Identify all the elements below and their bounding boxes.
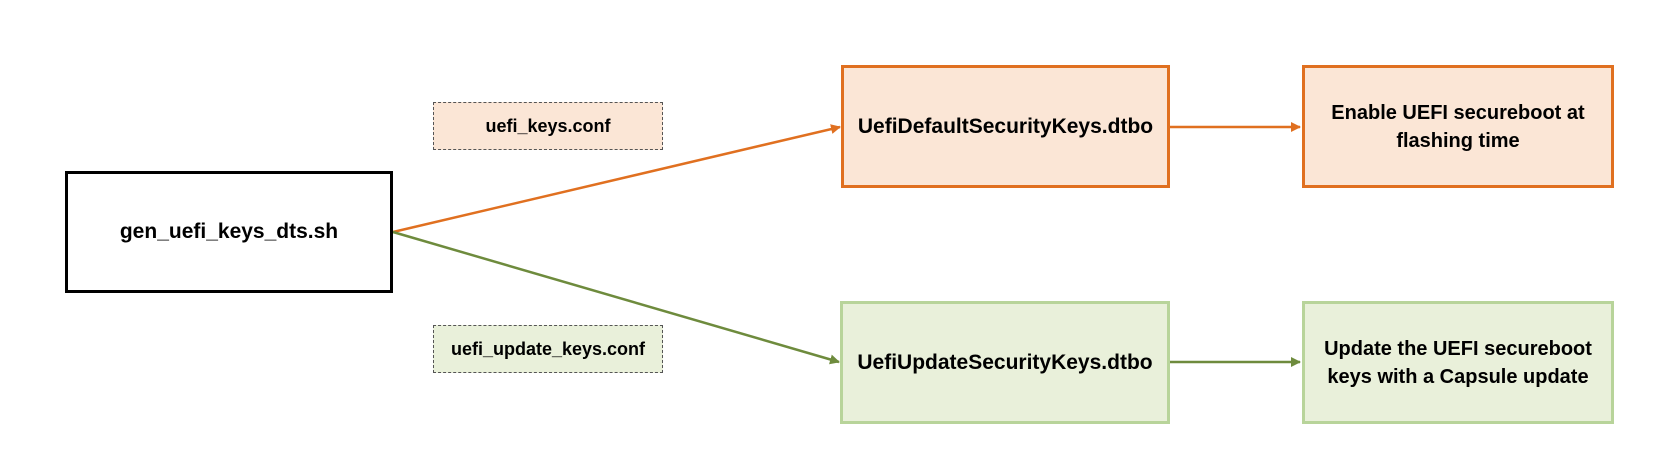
update-security-keys-dtbo-node: UefiUpdateSecurityKeys.dtbo (840, 301, 1170, 424)
default-security-keys-dtbo-node: UefiDefaultSecurityKeys.dtbo (841, 65, 1170, 188)
uefi-update-keys-conf-label: uefi_update_keys.conf (433, 325, 663, 373)
gen-uefi-keys-script-node: gen_uefi_keys_dts.sh (65, 171, 393, 293)
edge-script-to-default-dtbo (392, 124, 841, 234)
default-result-label: Enable UEFI secureboot at flashing time (1331, 101, 1585, 152)
update-result-label: Update the UEFI secureboot keys with a C… (1324, 337, 1592, 388)
default-dtbo-label: UefiDefaultSecurityKeys.dtbo (857, 114, 1154, 138)
uefi-keys-conf-text: uefi_keys.conf (485, 115, 611, 136)
edge-script-to-update-dtbo (392, 230, 840, 365)
update-dtbo-label: UefiUpdateSecurityKeys.dtbo (857, 350, 1153, 374)
uefi-keys-conf-label: uefi_keys.conf (433, 102, 663, 150)
enable-secureboot-result-node: Enable UEFI secureboot at flashing time (1302, 65, 1614, 188)
capsule-update-result-node: Update the UEFI secureboot keys with a C… (1302, 301, 1614, 424)
script-node-label: gen_uefi_keys_dts.sh (119, 220, 339, 243)
uefi-update-keys-conf-text: uefi_update_keys.conf (450, 338, 646, 359)
